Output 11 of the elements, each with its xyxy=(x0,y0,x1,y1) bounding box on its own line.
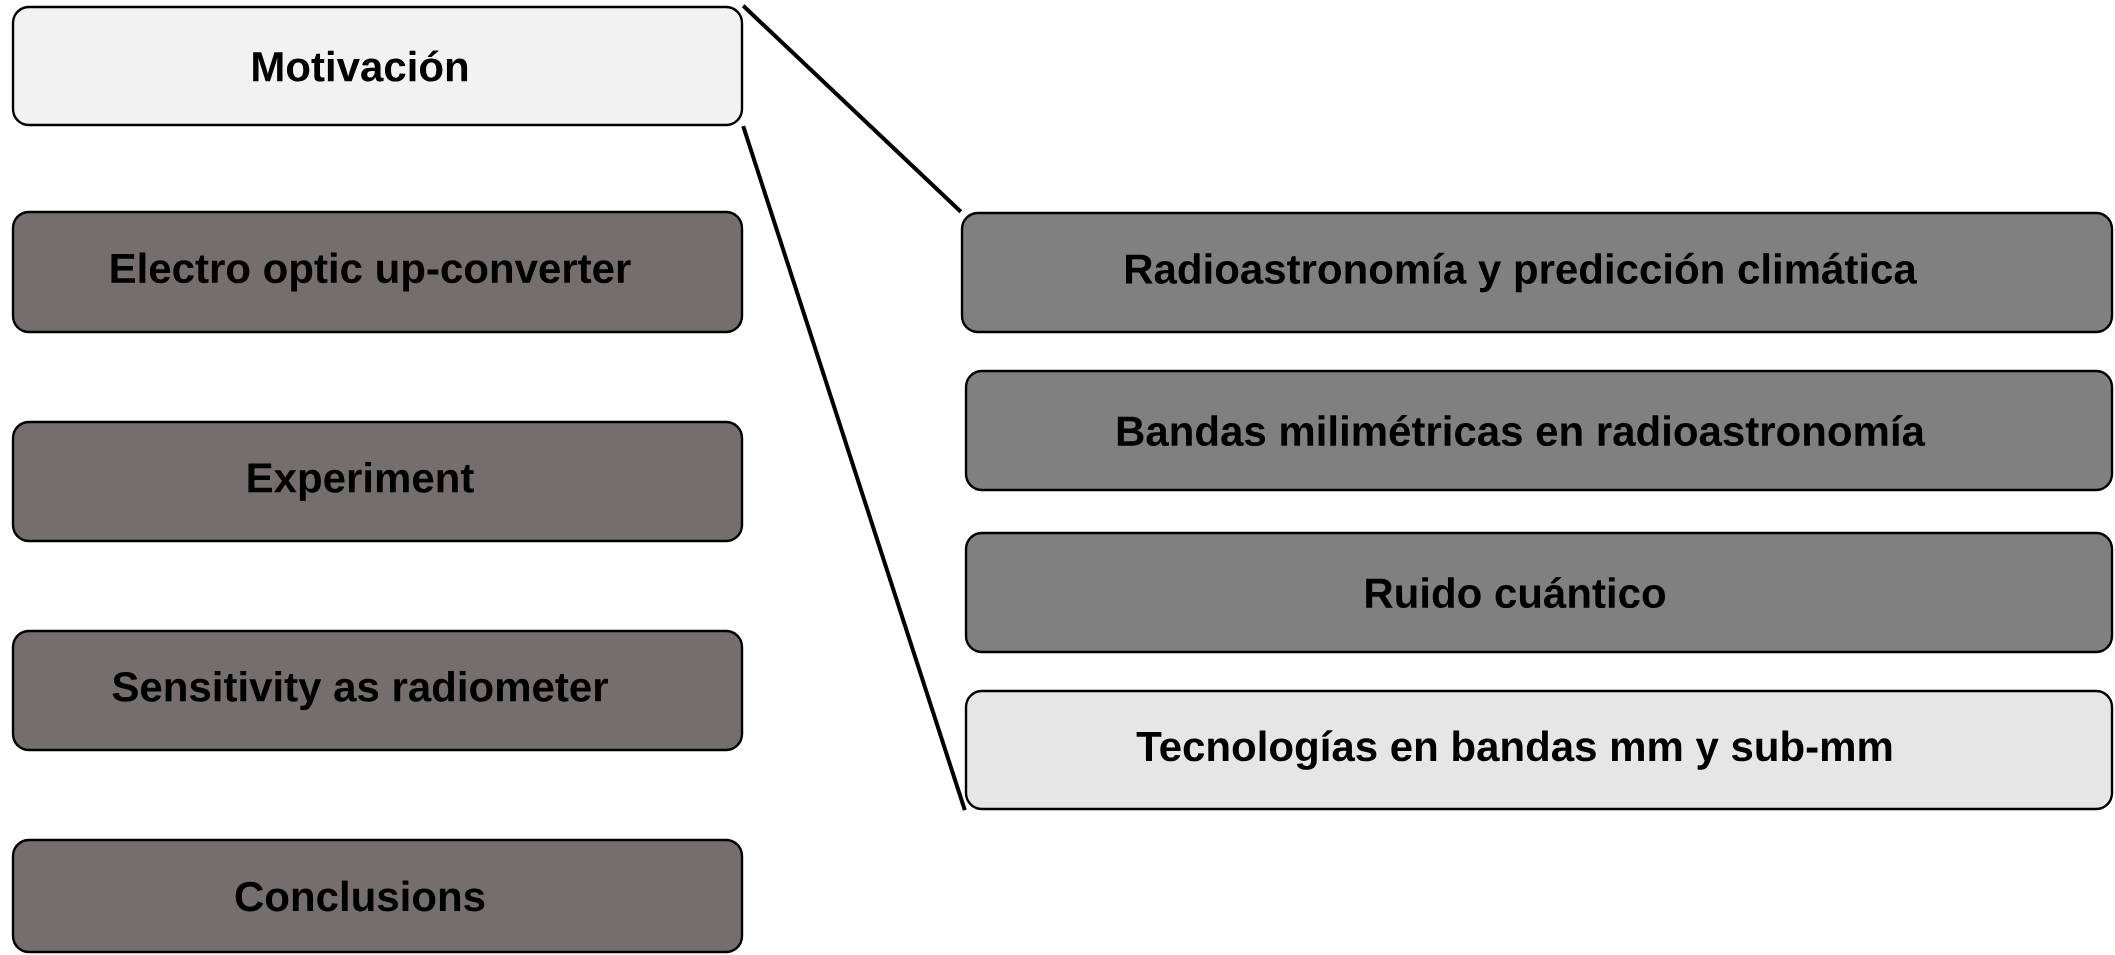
topic-box: Bandas milimétricas en radioastronomía xyxy=(964,369,2114,492)
topic-box: Experiment xyxy=(11,420,744,543)
topic-box: Ruido cuántico xyxy=(964,531,2114,654)
topic-box: Tecnologías en bandas mm y sub-mm xyxy=(964,689,2114,811)
topic-box: Electro optic up-converter xyxy=(11,210,744,334)
topic-box: Conclusions xyxy=(11,838,744,954)
topic-box: Motivación xyxy=(11,5,744,127)
connector-line xyxy=(741,4,963,214)
topic-box: Sensitivity as radiometer xyxy=(11,629,744,752)
connector-line xyxy=(741,125,967,811)
topic-box: Radioastronomía y predicción climática xyxy=(960,211,2114,334)
